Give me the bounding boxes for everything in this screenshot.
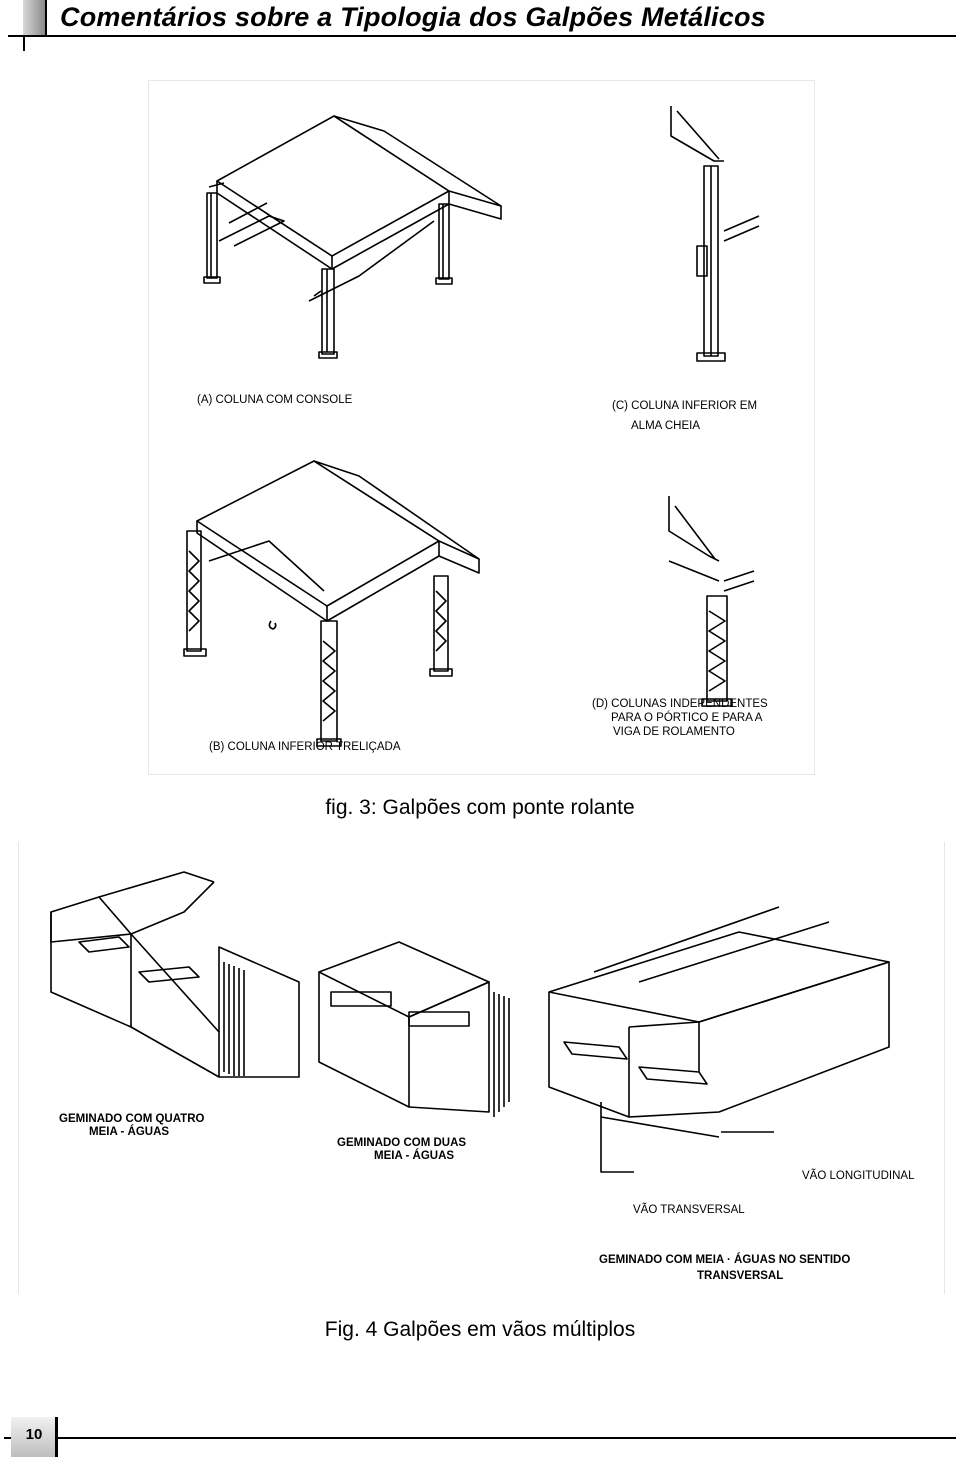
figure-3-caption: fig. 3: Galpões com ponte rolante xyxy=(325,796,635,819)
label-d-line2: PARA O PÓRTICO E PARA A xyxy=(611,711,763,724)
building-transversal xyxy=(548,906,890,1173)
footer-rule xyxy=(4,1437,956,1439)
figure-4-svg: GEMINADO COM QUATRO MEIA - ÁGUAS GEMINAD… xyxy=(50,871,915,1282)
column-c-sketch xyxy=(670,106,760,362)
label-vao-longitudinal: VÃO LONGITUDINAL xyxy=(802,1169,915,1182)
building-duas-aguas xyxy=(318,941,510,1117)
label-duas-line1: GEMINADO COM DUAS xyxy=(337,1137,466,1149)
building-b-sketch xyxy=(183,460,480,747)
label-transversal-line2: TRANSVERSAL xyxy=(697,1270,783,1282)
figure-3-drawing: (A) COLUNA COM CONSOLE (C) COLUNA INFERI… xyxy=(148,80,815,775)
page-number: 10 xyxy=(25,1426,43,1443)
label-duas-line2: MEIA - ÁGUAS xyxy=(374,1149,454,1162)
label-d-line1: (D) COLUNAS INDEPENDENTES xyxy=(592,698,768,710)
label-quatro-line2: MEIA - ÁGUAS xyxy=(89,1125,169,1138)
figure-4-drawing: GEMINADO COM QUATRO MEIA - ÁGUAS GEMINAD… xyxy=(18,842,945,1294)
header-rule-tick xyxy=(23,35,25,51)
label-c-line1: (C) COLUNA INFERIOR EM xyxy=(612,400,757,412)
figure-4-caption: Fig. 4 Galpões em vãos múltiplos xyxy=(324,1318,636,1341)
building-a-sketch xyxy=(203,115,502,359)
label-a: (A) COLUNA COM CONSOLE xyxy=(197,394,353,406)
label-transversal-line1: GEMINADO COM MEIA · ÁGUAS NO SENTIDO xyxy=(599,1253,850,1266)
label-quatro-line1: GEMINADO COM QUATRO xyxy=(59,1113,205,1125)
label-c-line2: ALMA CHEIA xyxy=(631,420,700,432)
column-d-sketch xyxy=(668,496,755,707)
header-tab-marker xyxy=(23,0,47,36)
label-d-line3: VIGA DE ROLAMENTO xyxy=(613,726,735,738)
page-title: Comentários sobre a Tipologia dos Galpõe… xyxy=(60,2,766,32)
label-vao-transversal: VÃO TRANSVERSAL xyxy=(633,1203,745,1216)
building-quatro-aguas xyxy=(50,871,300,1078)
header-rule xyxy=(8,35,956,37)
page-number-box xyxy=(11,1417,58,1457)
figure-3-svg: (A) COLUNA COM CONSOLE (C) COLUNA INFERI… xyxy=(183,106,768,753)
label-b: (B) COLUNA INFERIOR TRELIÇADA xyxy=(209,741,401,753)
